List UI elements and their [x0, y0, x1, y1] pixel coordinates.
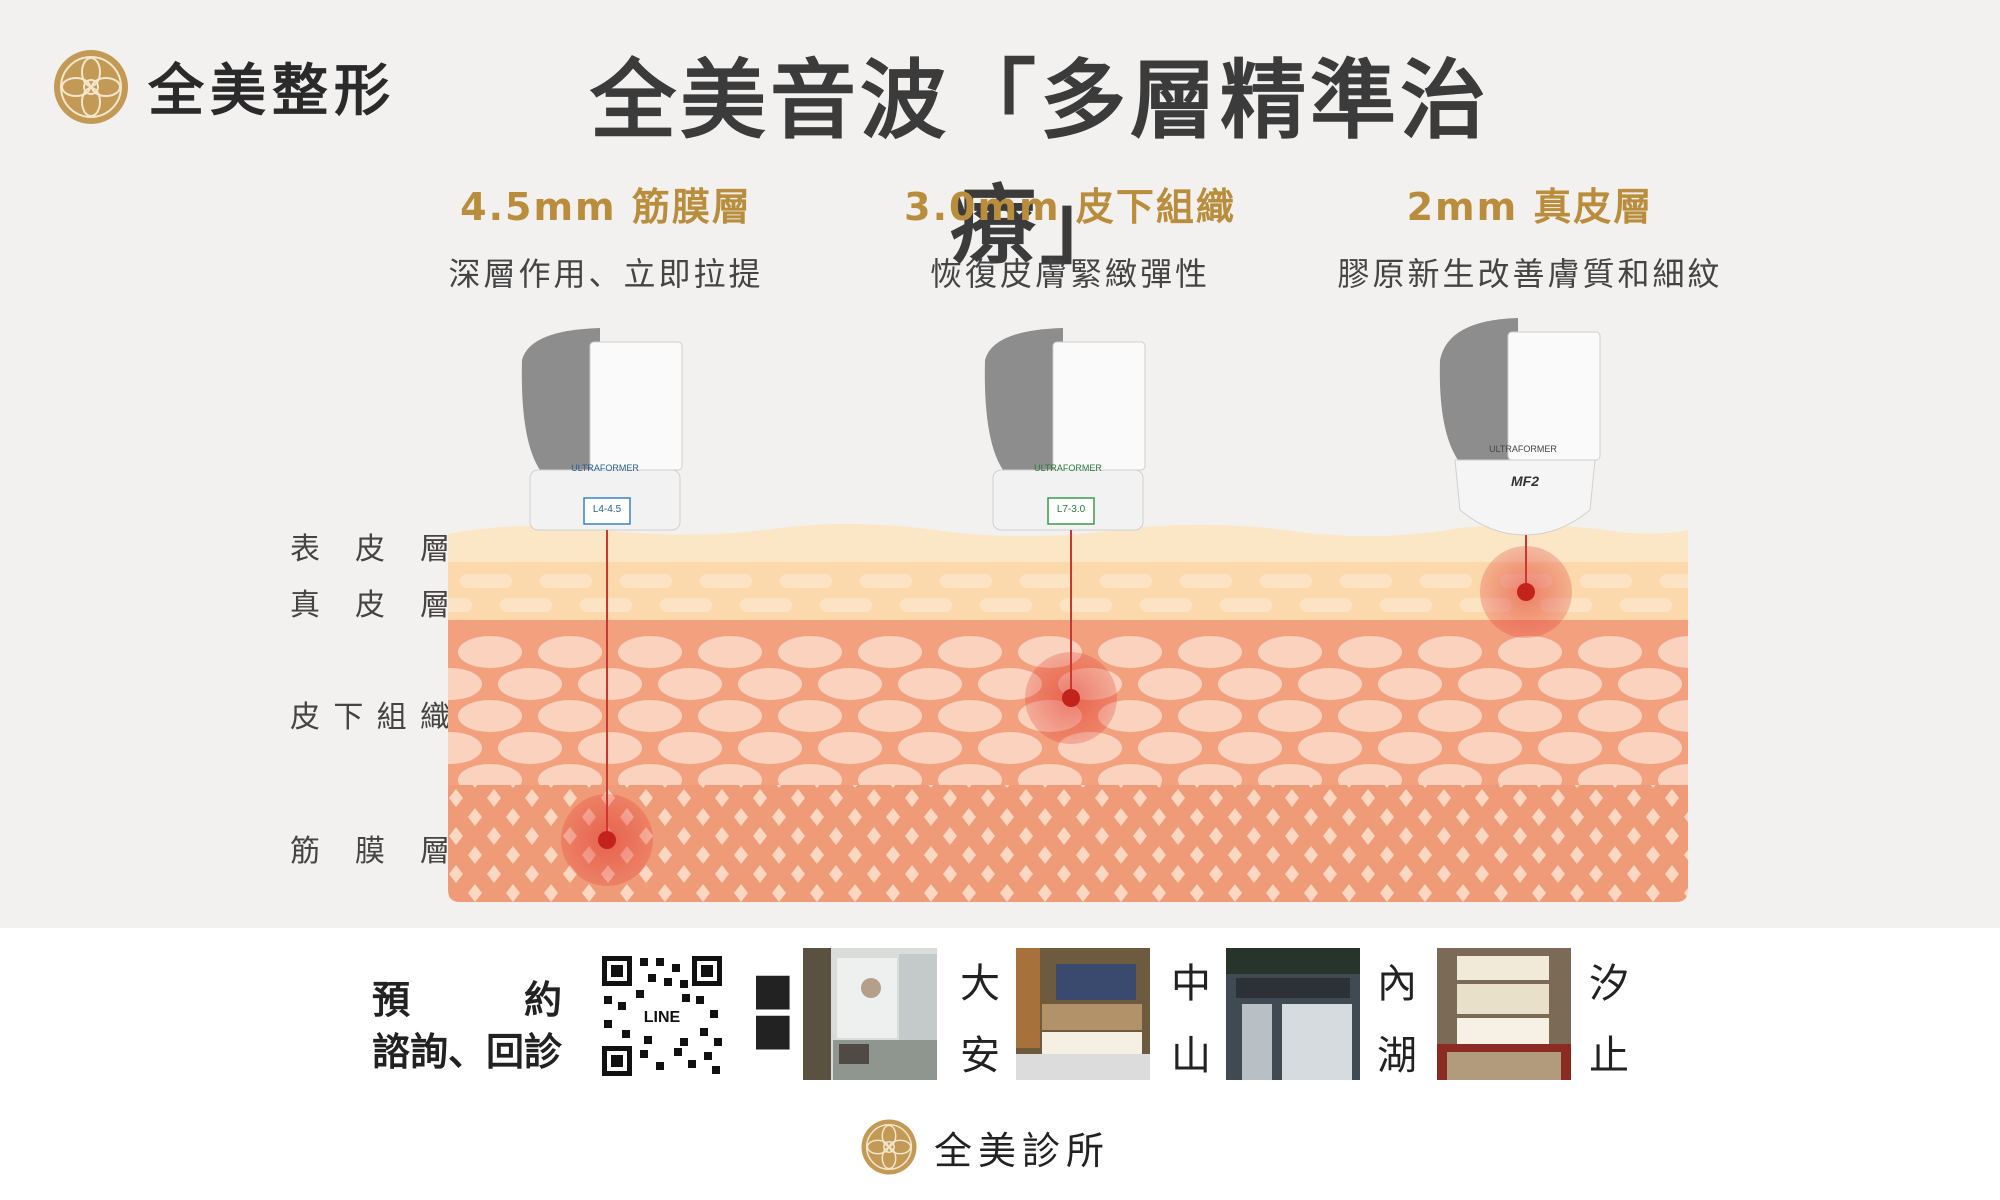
column-title: 2mm 真皮層	[1406, 185, 1654, 229]
tip-label-text: MF2	[1511, 473, 1539, 489]
branch-name-neihu: 內湖	[1377, 961, 1417, 1079]
bottom-band	[0, 928, 2000, 1200]
device-brand-text: ULTRAFORMER	[1034, 463, 1102, 473]
column-title: 4.5mm 筋膜層	[460, 185, 752, 229]
tip-label-text: L7-3.0	[1057, 504, 1086, 515]
device-brand-text: ULTRAFORMER	[571, 463, 639, 473]
ultrasound-transducer-3: ULTRAFORMER MF2	[1439, 318, 1601, 536]
branch-photo-neihu[interactable]	[1226, 948, 1360, 1080]
branch-photo-zhongshan[interactable]	[1016, 948, 1150, 1080]
footer-brand: 全美診所	[860, 1118, 1110, 1176]
branch-name-xizhi: 汐止	[1589, 961, 1629, 1079]
branch-name-daan: 大安	[960, 961, 1000, 1079]
column-subtitle: 恢復皮膚緊緻彈性	[929, 255, 1210, 293]
brand-logo: 全美整形	[52, 46, 396, 127]
flower-logo-icon	[861, 1119, 917, 1175]
layer-label-fascia: 筋膜層	[290, 834, 450, 869]
booking-line-1: 預約	[372, 978, 562, 1022]
column-subcutis: 3.0mm 皮下組織 恢復皮膚緊緻彈性	[840, 176, 1300, 295]
booking-text: 預約 諮詢、回診	[372, 974, 562, 1078]
column-fascia: 4.5mm 筋膜層 深層作用、立即拉提	[376, 176, 836, 295]
brand-name: 全美整形	[148, 58, 396, 124]
layer-label-subcutis: 皮下組織	[290, 700, 450, 735]
qr-label: LINE	[644, 1009, 681, 1026]
colon-separator: ■■	[752, 964, 794, 1055]
column-title: 3.0mm 皮下組織	[904, 185, 1236, 229]
page-title: 全美音波「多層精準治療」	[590, 51, 1490, 276]
column-dermis: 2mm 真皮層 膠原新生改善膚質和細紋	[1300, 176, 1760, 295]
ultrasound-transducer-2: ULTRAFORMER L7-3.0	[984, 328, 1146, 531]
booking-line-2: 諮詢、回診	[372, 1030, 563, 1074]
line-qr-code[interactable]: LINE	[596, 950, 728, 1082]
flower-logo-icon	[54, 49, 128, 124]
layer-label-epidermis: 表皮層	[290, 532, 450, 567]
tip-label-text: L4-4.5	[593, 504, 622, 515]
column-subtitle: 深層作用、立即拉提	[448, 255, 764, 293]
layer-label-dermis: 真皮層	[290, 588, 450, 623]
footer-name: 全美診所	[934, 1128, 1111, 1173]
subcutis-cells	[448, 636, 1688, 796]
storefront-image	[1016, 948, 1150, 1080]
ultrasound-transducer-1: ULTRAFORMER L4-4.5	[521, 328, 683, 531]
branch-photo-daan[interactable]	[803, 948, 937, 1080]
skin-layers	[448, 523, 1688, 902]
fascia-layer	[448, 785, 1688, 902]
branch-photo-xizhi[interactable]	[1437, 948, 1571, 1080]
device-brand-text: ULTRAFORMER	[1489, 444, 1557, 454]
column-subtitle: 膠原新生改善膚質和細紋	[1337, 255, 1723, 293]
branch-name-zhongshan: 中山	[1171, 961, 1211, 1079]
storefront-image	[1437, 948, 1571, 1080]
storefront-image	[1226, 948, 1360, 1080]
storefront-image	[803, 948, 937, 1080]
focal-beams	[561, 530, 1572, 886]
skin-diagram: ULTRAFORMER L4-4.5 ULTRAFORMER L7-3.0 UL…	[448, 318, 1688, 902]
